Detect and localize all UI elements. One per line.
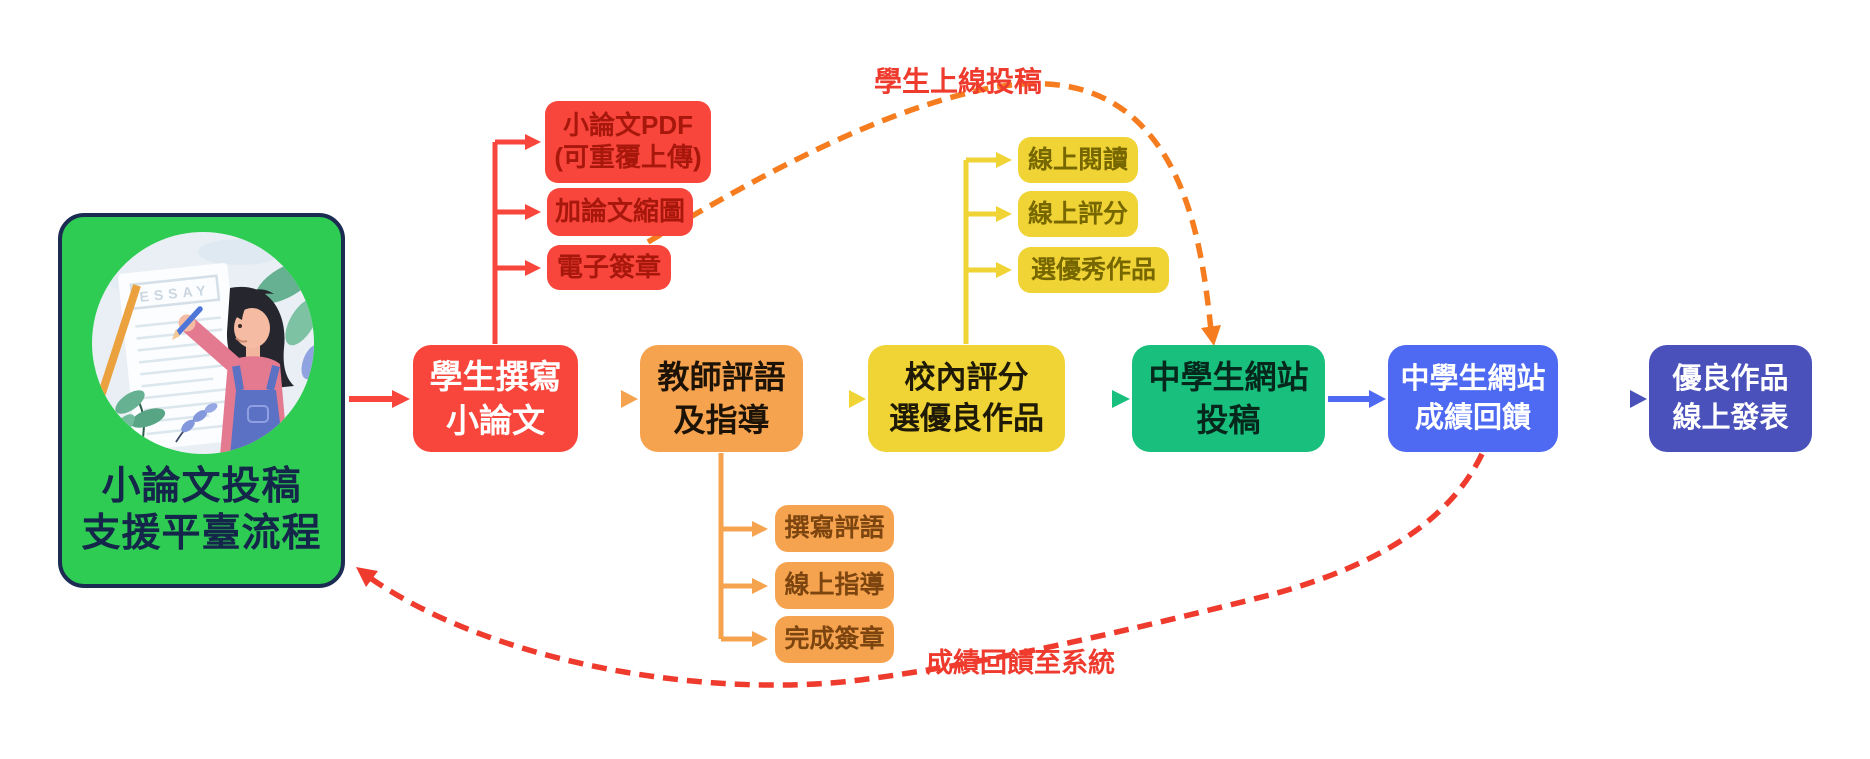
branch-item-complete-signature: 完成簽章	[775, 616, 894, 663]
hero-title: 小論文投稿 支援平臺流程	[62, 463, 341, 557]
bracket-student-branch	[492, 139, 527, 344]
step-student-write: 學生撰寫 小論文	[413, 345, 578, 452]
arrow-write-to-teacher	[581, 390, 638, 408]
essay-label: ESSAY	[139, 282, 211, 305]
blue-sprig	[175, 403, 218, 443]
branch-item-select-best-works: 選優秀作品	[1018, 247, 1169, 293]
step-teacher-review: 教師評語 及指導	[640, 345, 803, 452]
branch-item-thumbnail: 加論文縮圖	[547, 188, 693, 236]
essay-illustration: ESSAY	[90, 230, 316, 456]
bracket-teacher-arrowheads	[752, 521, 768, 647]
annotation-online-submit: 學生上線投稿	[874, 66, 1043, 97]
branch-item-write-comment: 撰寫評語	[775, 505, 894, 552]
step-website-submit: 中學生網站 投稿	[1132, 345, 1325, 452]
dashed-arrow-online-submit	[646, 80, 1221, 346]
dashed-arrow-score-feedback	[356, 452, 1485, 688]
branch-item-esignature: 電子簽章	[547, 245, 671, 290]
bracket-grading-arrowheads	[996, 152, 1012, 278]
step-school-grading: 校內評分 選優良作品	[868, 345, 1065, 452]
arrow-feedback-to-publish	[1561, 390, 1647, 408]
branch-item-online-reading: 線上閱讀	[1018, 137, 1138, 183]
branch-item-online-scoring: 線上評分	[1018, 191, 1138, 237]
hero-title-line1: 小論文投稿	[101, 465, 302, 508]
arrow-teacher-to-grading	[806, 390, 866, 408]
step-online-publish: 優良作品 線上發表	[1649, 345, 1812, 452]
hero-title-line2: 支援平臺流程	[81, 512, 322, 555]
arrow-hero-to-write	[349, 390, 410, 408]
branch-item-pdf-upload: 小論文PDF (可重覆上傳)	[545, 101, 711, 183]
hero-card: ESSAY	[58, 213, 345, 588]
branch-item-online-guidance: 線上指導	[775, 562, 894, 609]
cloud-shape	[198, 239, 282, 265]
step-score-feedback: 中學生網站 成績回饋	[1388, 345, 1558, 452]
bracket-grading-branch	[963, 157, 997, 344]
annotation-score-feedback: 成績回饋至系統	[926, 648, 1115, 678]
bracket-teacher-branch	[718, 453, 753, 642]
arrow-submit-to-feedback	[1328, 390, 1386, 408]
arrow-grading-to-submit	[1068, 390, 1130, 408]
bracket-student-arrowheads	[525, 134, 541, 276]
